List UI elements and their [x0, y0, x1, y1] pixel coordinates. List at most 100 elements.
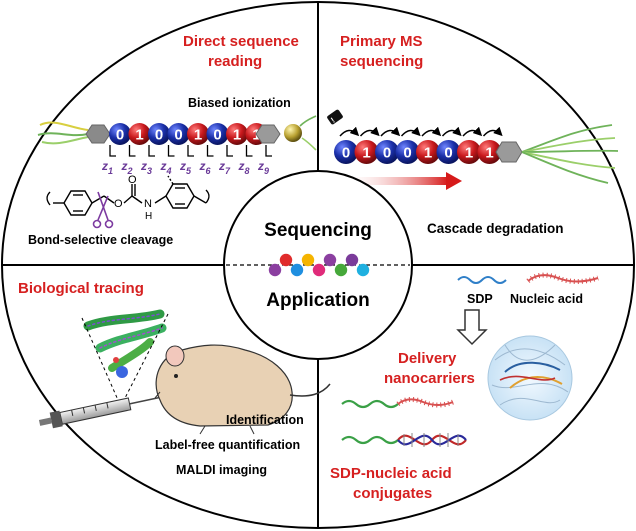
gold-bead: [284, 124, 302, 142]
label-biased-ionization: Biased ionization: [188, 96, 291, 110]
title-primary-ms-line2: sequencing: [340, 53, 423, 70]
tl-bead-digit-5: 1: [194, 127, 202, 144]
cleavage-bracket-4: [167, 145, 175, 157]
title-conjugates-line2: conjugates: [353, 485, 432, 502]
item-label-free-quantification: Label-free quantification: [155, 438, 300, 452]
tr-bead-digit-1: 0: [342, 145, 350, 162]
cleavage-bracket-1: [109, 145, 116, 157]
cascade-arrow-4: [400, 126, 421, 137]
cleavage-brackets: [109, 145, 272, 157]
tr-bead-digit-6: 0: [444, 145, 452, 162]
tr-bead-2: [354, 140, 379, 164]
magnifier-line-right: [123, 313, 169, 401]
left-end-hexagon: [85, 124, 111, 144]
label-bond-selective-cleavage: Bond-selective cleavage: [28, 233, 173, 247]
label-nucleic-acid: Nucleic acid: [510, 292, 583, 306]
cleavage-bracket-7: [226, 145, 233, 157]
tl-bead-digit-6: 0: [213, 127, 221, 144]
center-monomer-dots: [268, 253, 370, 277]
tr-bead-digit-5: 1: [424, 145, 432, 162]
monomer-dot-1: [268, 263, 282, 277]
tr-end-hexagon: [495, 141, 523, 163]
left-chain-green2: [41, 136, 89, 145]
quadrant-biological-tracing: Biological tracing: [18, 280, 331, 477]
tr-bead-6: [436, 140, 461, 164]
monomer-dot-7: [334, 263, 348, 277]
tr-bead-8: [477, 140, 502, 164]
cascade-arrow-2: [359, 126, 380, 137]
tl-bead-digit-3: 0: [155, 127, 163, 144]
tr-bead-7: [457, 140, 481, 164]
quadrant-delivery: SDP Nucleic acid Delivery nanocarriers: [330, 272, 599, 502]
magnifier-line-left: [81, 317, 119, 401]
sdp-wave: [457, 276, 507, 284]
tl-bead-4: [167, 123, 190, 145]
monomer-dot-8: [345, 253, 359, 267]
z-label-5: z5: [179, 159, 192, 176]
tl-bead-digit-2: 1: [135, 127, 143, 144]
nanocarrier-particle: [487, 335, 573, 421]
label-sdp: SDP: [467, 292, 493, 306]
monomer-dot-9: [356, 263, 370, 277]
tr-bead-digit-3: 0: [383, 145, 391, 162]
cascade-arrows: [339, 126, 503, 137]
tr-bead-digit-4: 0: [403, 145, 411, 162]
tl-bead-digit-4: 0: [174, 127, 182, 144]
cascade-arrow-8: [482, 126, 503, 137]
title-biological-tracing: Biological tracing: [18, 280, 144, 297]
cascade-arrow-3: [380, 126, 401, 137]
z-label-6: z6: [199, 159, 212, 176]
z-label-7: z7: [218, 159, 231, 176]
title-primary-ms-line1: Primary MS: [340, 33, 423, 50]
title-direct-sequence-line2: reading: [208, 53, 262, 70]
cleavage-bracket-9: [265, 145, 272, 157]
title-delivery-line1: Delivery: [398, 350, 457, 367]
monomer-dot-6: [323, 253, 337, 267]
cleavage-bracket-8: [245, 145, 253, 157]
quadrant-direct-sequence-reading: Direct sequence reading Biased ionizatio…: [28, 33, 317, 247]
cleavage-bracket-3: [148, 145, 155, 157]
cascade-arrow-7: [462, 126, 483, 137]
right-chain-green2: [301, 137, 317, 151]
monomer-dot-4: [301, 253, 315, 267]
chem-label-o-ether: O: [114, 198, 123, 210]
tl-bead-5: [187, 123, 209, 145]
cascade-arrow-6: [441, 126, 462, 137]
cleavage-bracket-2: [128, 145, 136, 157]
cleavage-bracket-6: [206, 145, 214, 157]
tl-bead-2: [128, 123, 151, 145]
center-word-sequencing: Sequencing: [264, 220, 372, 241]
tr-bead-digit-2: 1: [362, 145, 370, 162]
z-label-2: z2: [121, 159, 133, 176]
conjugate-strand-1: [341, 396, 454, 409]
z-label-1: z1: [101, 159, 113, 176]
tl-bead-1: [109, 123, 131, 145]
z-label-3: z3: [140, 159, 152, 176]
monomer-dot-3: [290, 263, 304, 277]
tr-bead-5: [416, 140, 440, 164]
title-direct-sequence-line1: Direct sequence: [183, 33, 299, 50]
z-label-4: z4: [160, 159, 172, 176]
left-chain-yellow: [39, 121, 89, 131]
tr-bead-digit-8: 1: [485, 145, 493, 162]
syringe-icon: [38, 396, 160, 429]
particle-red: [113, 357, 119, 363]
chem-label-n: N: [144, 198, 152, 210]
monomer-dot-2: [279, 253, 293, 267]
chem-label-o-carbonyl: O: [128, 174, 137, 186]
particle-blue: [116, 366, 128, 378]
tr-bead-digit-7: 1: [465, 145, 473, 162]
z-label-8: z8: [238, 159, 250, 176]
title-delivery-line2: nanocarriers: [384, 370, 475, 387]
tr-bead-3: [375, 140, 399, 164]
degradation-direction-arrow: [348, 172, 462, 190]
tl-bead-digit-7: 1: [233, 127, 241, 144]
center-circle-group: Sequencing Application: [223, 170, 413, 360]
rat-illustration: [154, 344, 331, 435]
carbamate-structure: [46, 175, 210, 216]
svg-text:!: !: [329, 116, 336, 125]
